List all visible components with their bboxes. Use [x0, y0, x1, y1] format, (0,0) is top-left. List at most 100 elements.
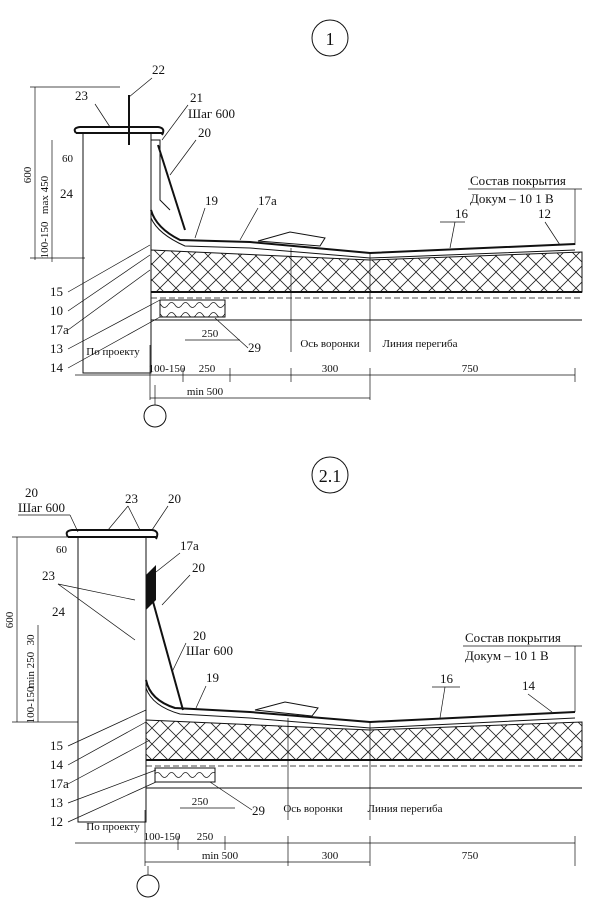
label2-step-b: Шаг 600	[186, 643, 233, 658]
leader-line	[161, 104, 189, 141]
label2-20b: 20	[168, 491, 181, 506]
composition-line1: Состав покрытия	[470, 173, 566, 188]
funnel-axis: Ось воронки	[300, 338, 359, 350]
leader-line	[57, 583, 136, 601]
dim2-300: 300	[322, 850, 339, 862]
angle-bracket	[146, 565, 156, 610]
label-10: 10	[50, 303, 63, 318]
insulation	[150, 249, 583, 293]
leader-line	[57, 583, 136, 641]
membrane-layer-2	[145, 687, 576, 729]
label-17a-top: 17а	[258, 193, 277, 208]
leader-line	[195, 685, 207, 709]
membrane-top-2	[145, 679, 576, 724]
dim2-250a: 250	[192, 796, 209, 808]
label2-12: 12	[50, 814, 63, 829]
cap-flashing-2	[65, 529, 159, 540]
dim2-30: 30	[25, 634, 37, 646]
label2-16: 16	[440, 671, 454, 686]
membrane-top	[150, 209, 576, 255]
detail-2-1: 2.1 600 min 250 30 100-150 60	[4, 456, 583, 898]
dim-600: 600	[22, 166, 34, 183]
leader-line	[127, 505, 141, 531]
dim-100-150b: 100-150	[149, 363, 186, 375]
label-20: 20	[198, 125, 211, 140]
leader-line	[67, 316, 161, 369]
bracket	[157, 144, 186, 231]
label2-17a-top: 17а	[180, 538, 199, 553]
dim2-600: 600	[4, 611, 16, 628]
leader-line	[171, 642, 187, 673]
dim-250a: 250	[202, 328, 219, 340]
label2-23b: 23	[42, 568, 55, 583]
dim-max450: max 450	[39, 175, 51, 214]
label-22: 22	[152, 62, 165, 77]
label2-14: 14	[50, 757, 64, 772]
leader-line	[151, 505, 169, 531]
axis-circle-2	[136, 874, 160, 898]
dim-60: 60	[62, 153, 74, 165]
dim-100-150: 100-150	[39, 221, 51, 258]
leader-line	[67, 721, 147, 766]
leader-line	[67, 769, 157, 804]
label-12: 12	[538, 206, 551, 221]
axis-circle	[143, 404, 167, 428]
leader-line	[67, 781, 157, 823]
leader-line	[67, 709, 147, 747]
label2-17a: 17а	[50, 776, 69, 791]
membrane-layer	[150, 217, 576, 259]
label2-20a: 20	[25, 485, 38, 500]
label-17a: 17а	[50, 322, 69, 337]
leader-line	[239, 207, 259, 241]
dim2-100-150b: 100-150	[144, 831, 181, 843]
dim2-60: 60	[56, 544, 68, 556]
leader-line	[67, 254, 151, 312]
label-29: 29	[248, 340, 261, 355]
leader-line	[439, 686, 446, 719]
leader-line	[155, 552, 181, 573]
label-15: 15	[50, 284, 63, 299]
leader-line	[169, 139, 197, 176]
label2-13: 13	[50, 795, 63, 810]
insulation-2	[145, 719, 583, 761]
label-step: Шаг 600	[188, 106, 235, 121]
composition-line2: Докум – 10 1 В	[470, 191, 554, 206]
label2-24: 24	[52, 604, 66, 619]
label-23: 23	[75, 88, 88, 103]
label-13: 13	[50, 341, 63, 356]
label-21: 21	[190, 90, 203, 105]
sealant-strip-2	[154, 767, 216, 783]
parapet-wall	[82, 132, 152, 374]
dim2-min500: min 500	[202, 850, 239, 862]
apron	[151, 139, 171, 211]
detail-1-marker: 1	[326, 29, 335, 49]
leader-line	[544, 221, 561, 246]
label2-23a: 23	[125, 491, 138, 506]
gravel-2	[254, 701, 319, 717]
leader-line	[67, 244, 151, 293]
dim-300: 300	[322, 363, 339, 375]
leader-line	[527, 693, 553, 713]
label2-20d: 20	[193, 628, 206, 643]
label-19: 19	[205, 193, 218, 208]
leader-line	[107, 505, 129, 531]
dim2-100-150: 100-150	[25, 686, 37, 723]
sealant-strip	[159, 299, 226, 318]
dim2-750: 750	[462, 850, 479, 862]
leader-line	[67, 739, 151, 785]
dim-min500: min 500	[187, 386, 224, 398]
label2-20c: 20	[192, 560, 205, 575]
bracket-2	[151, 597, 184, 711]
dim2-min250: min 250	[25, 651, 37, 688]
bend-line-label-2: Линия перегиба	[368, 803, 443, 815]
detail-2-marker-circle	[311, 456, 349, 494]
leader-line	[69, 514, 79, 533]
leader-line	[67, 269, 151, 331]
detail-1: 1 600 max 450 100-150 60	[22, 19, 583, 428]
label2-15: 15	[50, 738, 63, 753]
leader-line	[161, 574, 191, 606]
detail-1-marker-circle	[311, 19, 349, 57]
bend-line-label: Линия перегиба	[383, 338, 458, 350]
cap-flashing	[73, 126, 165, 136]
